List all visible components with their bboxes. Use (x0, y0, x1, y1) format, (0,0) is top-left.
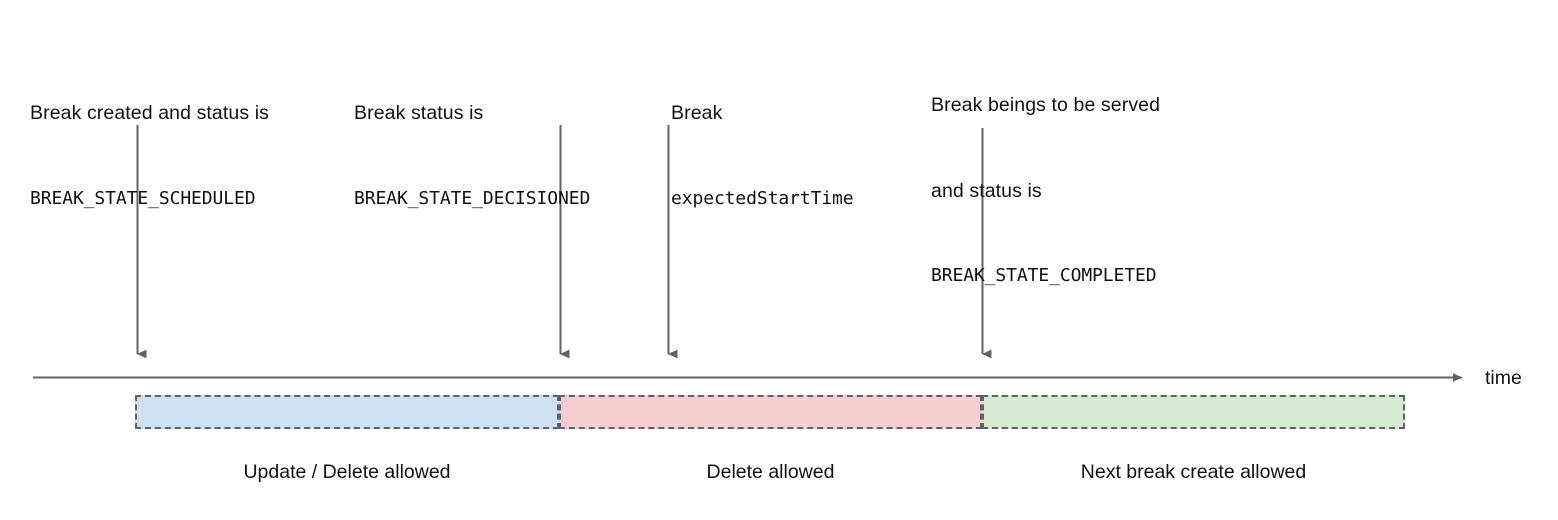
phase-caption-scheduled: Update / Delete allowed (243, 461, 451, 483)
event-label-line: and status is (931, 179, 1042, 202)
event-label-break-created: Break created and status is BREAK_STATE_… (30, 42, 269, 242)
phase-caption-decisioned: Delete allowed (706, 461, 835, 483)
phase-bar-decisioned (559, 395, 982, 429)
event-label-line: Break created and status is (30, 102, 269, 124)
event-label-line: expectedStartTime (671, 187, 854, 209)
phase-caption-completed: Next break create allowed (1080, 461, 1307, 483)
event-label-expected-start-time: Break expectedStartTime (671, 42, 854, 242)
event-label-break-decisioned: Break status is BREAK_STATE_DECISIONED (354, 42, 590, 242)
event-label-line: BREAK_STATE_COMPLETED (931, 265, 1157, 286)
event-label-line: Break beings to be served (931, 94, 1161, 116)
phase-bar-scheduled (135, 395, 559, 429)
event-label-line: Break (671, 102, 723, 124)
time-axis-label: time (1485, 367, 1522, 389)
event-label-line: BREAK_STATE_SCHEDULED (30, 187, 256, 209)
phase-bar-completed (982, 395, 1405, 429)
event-label-line: Break status is (354, 102, 484, 124)
event-label-break-completed: Break beings to be served and status is … (931, 34, 1160, 319)
event-label-line: BREAK_STATE_DECISIONED (354, 187, 591, 209)
